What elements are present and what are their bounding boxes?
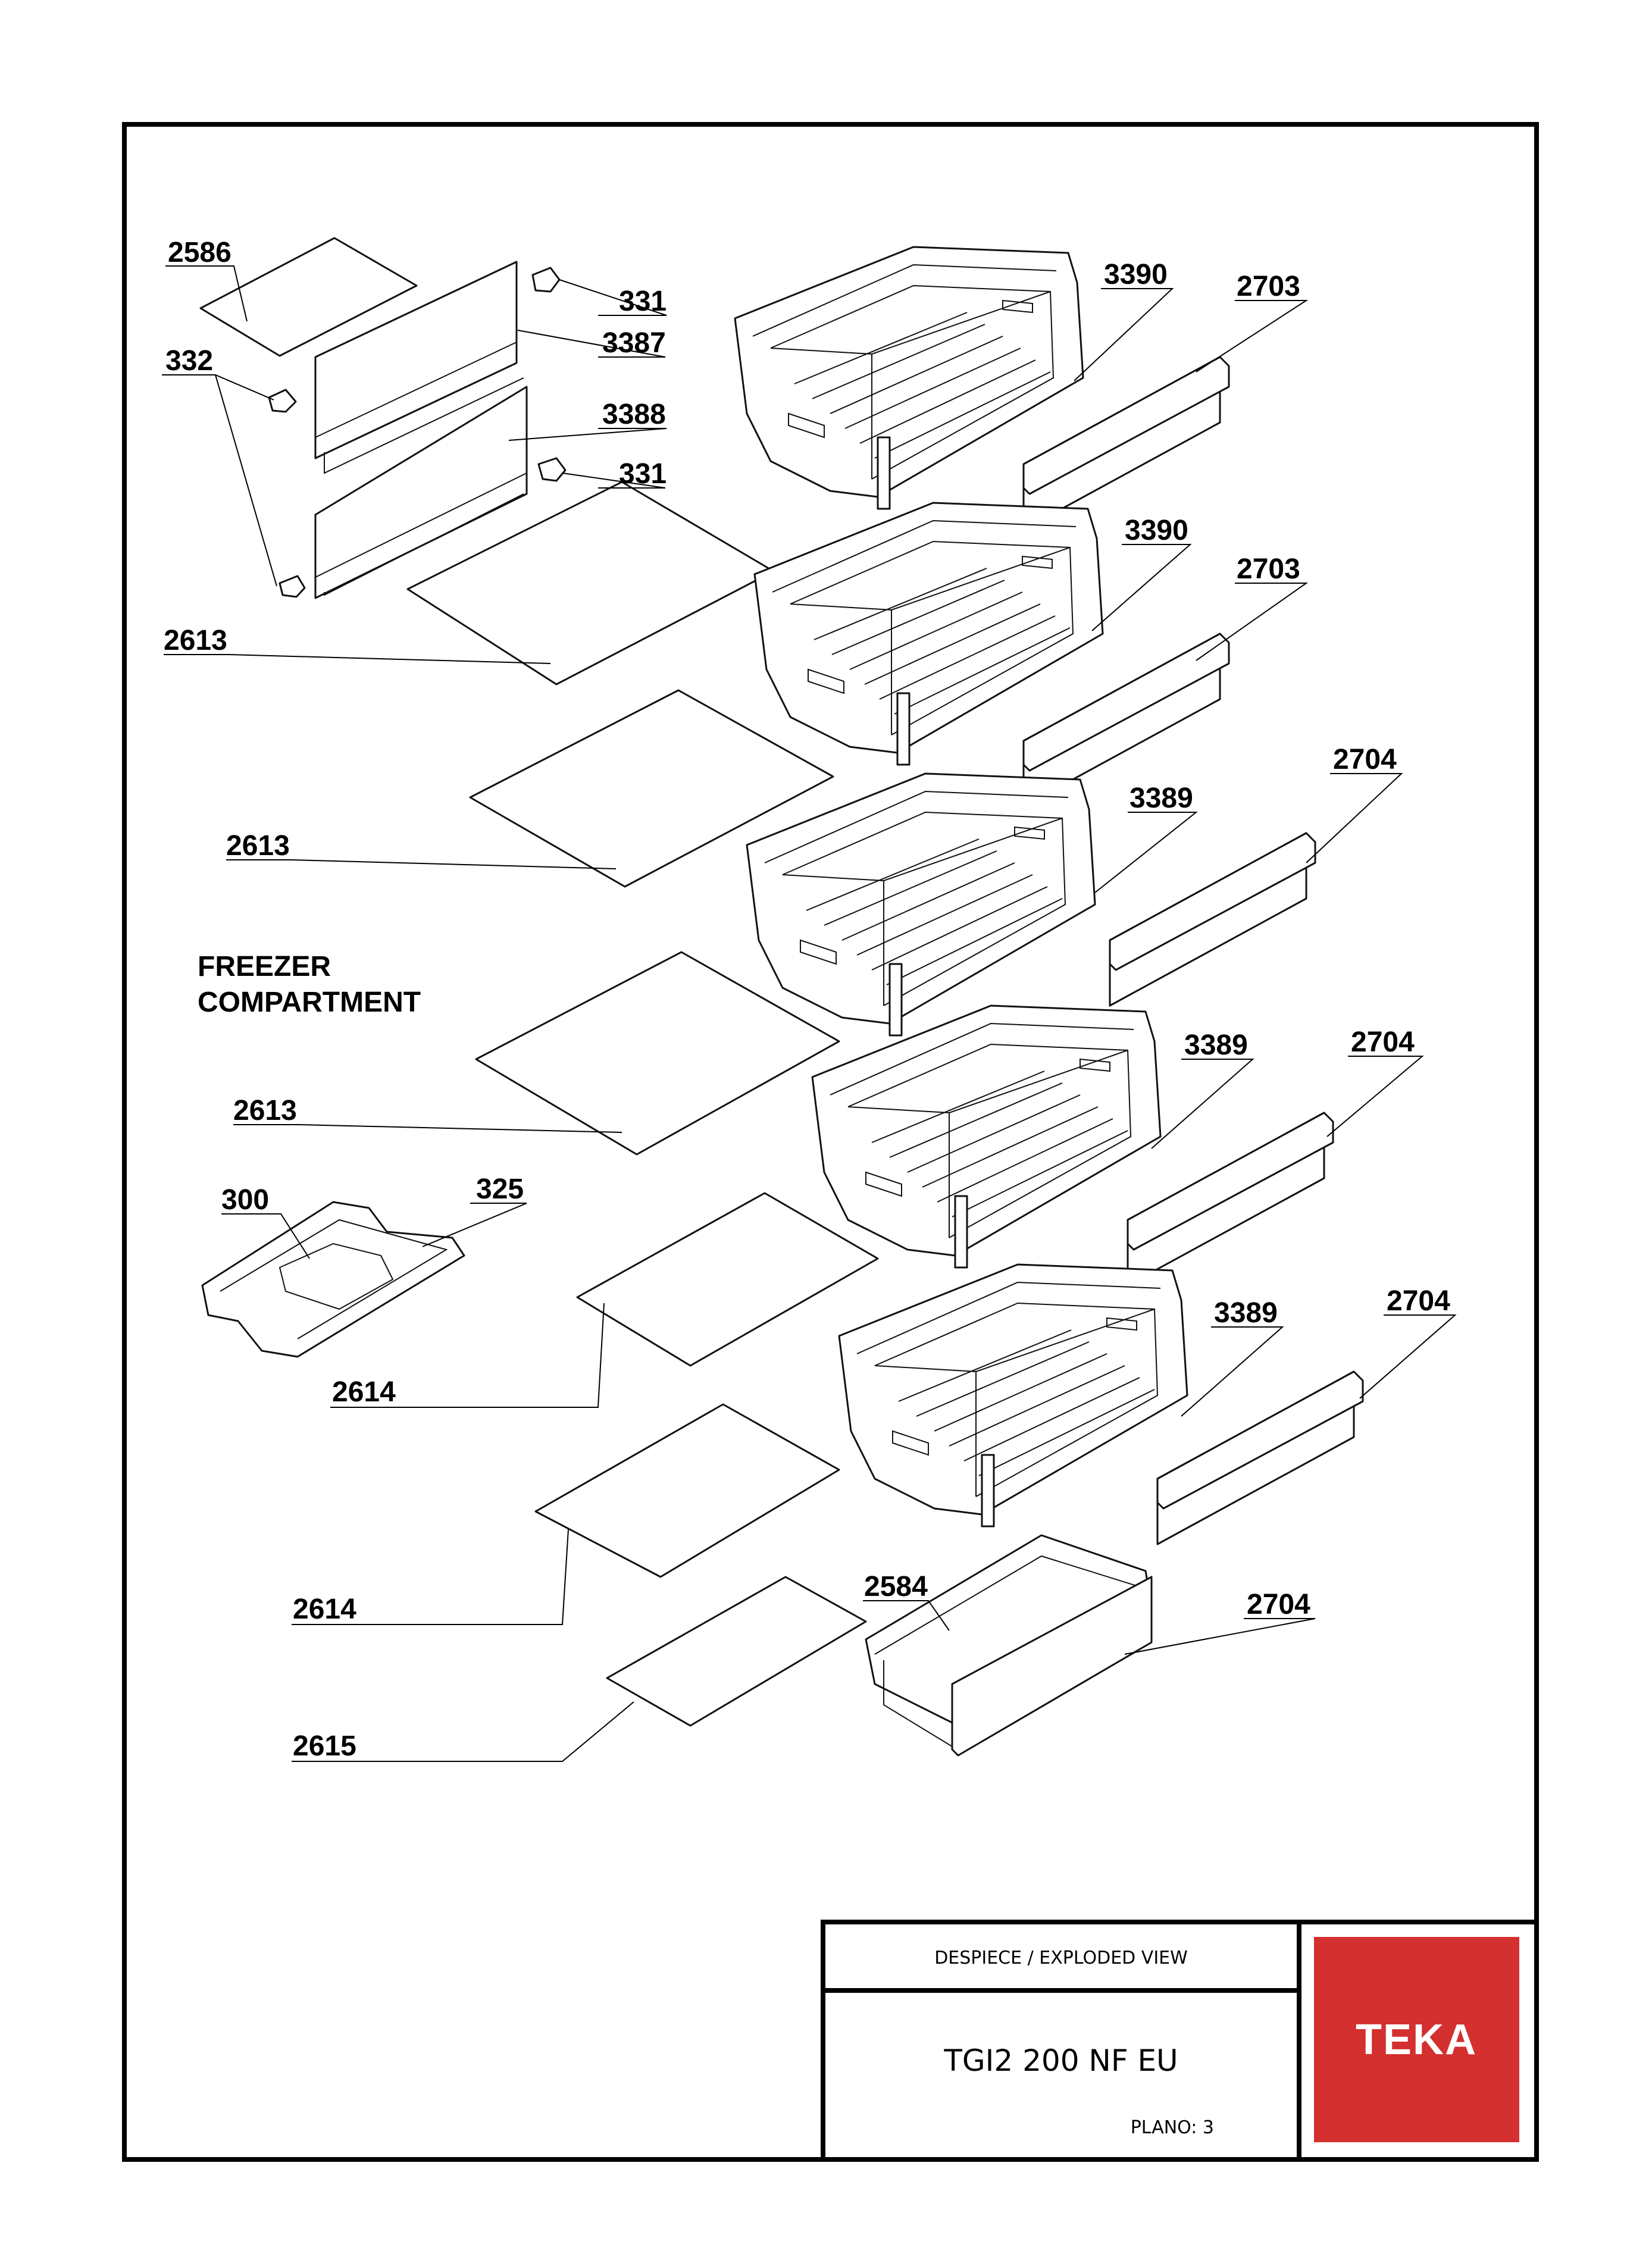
callout-2704: 2704: [1247, 1589, 1310, 1620]
section-label-line2: COMPARTMENT: [198, 987, 421, 1018]
callout-2584: 2584: [864, 1571, 928, 1602]
callout-3389: 3389: [1184, 1029, 1248, 1061]
callout-2703: 2703: [1237, 553, 1300, 585]
callout-3388: 3388: [602, 399, 666, 430]
title-block-plano: PLANO: 3: [1131, 2117, 1214, 2138]
title-block: DESPIECE / EXPLODED VIEW TGI2 200 NF EU …: [821, 1920, 1539, 2162]
drawer-flap-2704-fifth: [1156, 1370, 1364, 1545]
callout-2704: 2704: [1351, 1026, 1415, 1058]
drawer-flap-2704-third: [1109, 832, 1316, 1007]
callout-3390: 3390: [1125, 515, 1188, 546]
leader-lines: [162, 265, 1457, 1762]
drawer-3389-third: [746, 772, 1096, 1037]
callout-2613: 2613: [164, 625, 227, 656]
drawer-3389-fourth: [811, 1004, 1162, 1269]
hinge-331-top: [531, 267, 561, 293]
title-block-header: DESPIECE / EXPLODED VIEW: [934, 1948, 1188, 1968]
drawer-front-panel-3387: [314, 261, 524, 474]
ice-tray-300: [201, 1201, 465, 1358]
callout-3387: 3387: [602, 327, 666, 359]
drawer-front-panel-3388: [314, 386, 528, 599]
callout-325: 325: [476, 1173, 524, 1205]
title-block-model: TGI2 200 NF EU: [943, 2043, 1178, 2078]
callout-2704: 2704: [1387, 1285, 1450, 1317]
glass-cover-2586: [199, 237, 418, 357]
callout-331: 331: [619, 458, 667, 490]
small-drawer-2584: [865, 1534, 1153, 1757]
callout-2613: 2613: [226, 830, 290, 862]
callout-2586: 2586: [168, 237, 231, 268]
drawer-3389-fifth: [838, 1263, 1188, 1528]
section-label-line1: FREEZER: [198, 951, 331, 982]
callout-2613: 2613: [233, 1095, 297, 1126]
glass-shelf-2615: [606, 1576, 867, 1727]
callout-2615: 2615: [293, 1730, 356, 1762]
glass-shelf-2614-b: [534, 1403, 840, 1578]
callout-3389: 3389: [1130, 782, 1193, 814]
callout-3390: 3390: [1104, 259, 1168, 290]
hinge-332: [268, 389, 306, 598]
teka-logo-text: TEKA: [1356, 2016, 1477, 2064]
callout-2614: 2614: [332, 1376, 396, 1408]
glass-shelf-2614-a: [576, 1192, 879, 1367]
callout-332: 332: [165, 345, 213, 377]
hinge-331-bottom: [537, 457, 567, 482]
callout-300: 300: [221, 1184, 269, 1216]
callout-2703: 2703: [1237, 271, 1300, 302]
glass-shelf-2613-b: [469, 689, 834, 888]
callout-331: 331: [619, 286, 667, 317]
teka-logo-box: [1314, 1937, 1519, 2142]
callout-3389: 3389: [1214, 1297, 1278, 1329]
callout-2614: 2614: [293, 1594, 356, 1625]
callout-2704: 2704: [1333, 744, 1397, 775]
glass-shelf-2613-c: [475, 951, 840, 1156]
